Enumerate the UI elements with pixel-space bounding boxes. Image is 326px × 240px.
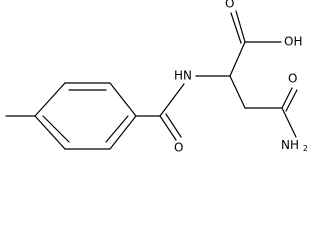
bond-amide-co-2 — [165, 113, 182, 138]
bond-carboxyl-co-2 — [230, 12, 242, 44]
bond-ring-4 — [109, 115, 137, 150]
bond-right-co-1 — [281, 87, 293, 109]
bond-right-co-2 — [285, 89, 298, 112]
bond-carboxyl-co-1 — [235, 10, 246, 43]
label-nh2: NH 2 — [281, 138, 308, 153]
bond-calpha-ch2 — [229, 75, 246, 109]
label-oh: OH — [284, 35, 302, 49]
bond-ring-3 — [109, 82, 137, 117]
label-hn: HN — [174, 69, 192, 83]
label-o-amide-right: O — [288, 72, 297, 86]
bond-ring-inner-3 — [42, 115, 70, 143]
bond-amide-co-1 — [159, 115, 177, 141]
label-nh2-sub: 2 — [303, 144, 308, 153]
bond-ring-inner-2 — [105, 115, 129, 143]
chemical-structure-diagram: O OH HN O O NH 2 — [5, 0, 308, 155]
bond-ring-1 — [34, 82, 66, 117]
label-o-amide-left: O — [174, 141, 183, 155]
label-nh2-main: NH — [281, 138, 299, 152]
bond-calpha-cooh — [229, 41, 246, 77]
bond-right-cn — [281, 107, 297, 138]
bond-ring-6 — [34, 115, 66, 150]
bond-amide-cn — [159, 83, 185, 117]
label-o-acid: O — [225, 0, 234, 11]
